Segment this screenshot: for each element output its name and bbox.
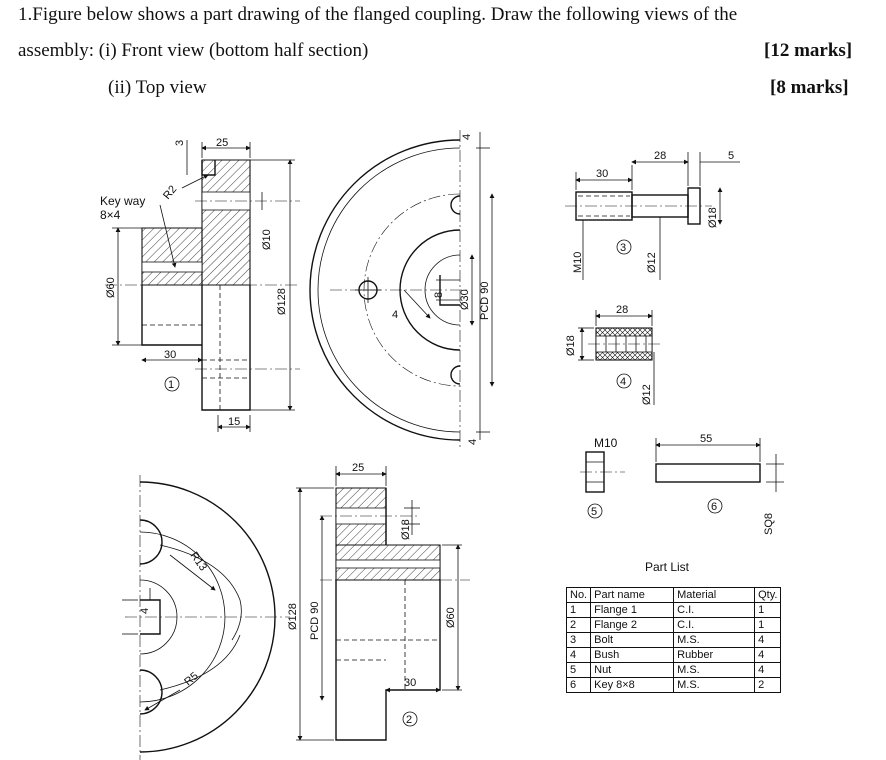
question-line-3: (ii) Top view bbox=[108, 77, 207, 98]
table-row: 1 Flange 1 C.I. 1 bbox=[565, 602, 782, 618]
flange1-dim-30: 30 bbox=[164, 349, 176, 361]
table-row: 3 Bolt M.S. 4 bbox=[565, 632, 782, 648]
cell-part-name: Bush bbox=[590, 647, 675, 663]
part-list-title: Part List bbox=[645, 560, 690, 574]
bush-dim-28: 28 bbox=[616, 304, 628, 316]
table-row: 6 Key 8×8 M.S. 2 bbox=[565, 677, 782, 693]
marks-front-view: [12 marks] bbox=[764, 40, 853, 61]
bolt-dim-5: 5 bbox=[728, 150, 734, 162]
cell-part-name: Flange 1 bbox=[590, 602, 675, 618]
bolt-dim-d18: Ø18 bbox=[707, 207, 719, 228]
cell-qty: 1 bbox=[754, 617, 782, 633]
flange2-part-number: 2 bbox=[406, 714, 412, 726]
cell-part-name: Key 8×8 bbox=[590, 677, 675, 693]
flange2-dim-d18: Ø18 bbox=[400, 519, 412, 540]
cell-no: 2 bbox=[565, 617, 592, 633]
table-row: 4 Bush Rubber 4 bbox=[565, 647, 782, 663]
bolt-dim-28: 28 bbox=[654, 150, 666, 162]
key-drawing bbox=[655, 438, 784, 514]
flange1-dim-25: 25 bbox=[216, 137, 228, 149]
flange1-side-dim-8: 8 bbox=[433, 292, 445, 298]
cell-qty: 2 bbox=[754, 677, 782, 693]
nut-part-number: 5 bbox=[591, 506, 597, 518]
cell-no: 5 bbox=[565, 662, 592, 678]
key-part-number: 6 bbox=[711, 501, 717, 513]
flange2-dim-25: 25 bbox=[352, 462, 364, 474]
table-row: 2 Flange 2 C.I. 1 bbox=[565, 617, 782, 633]
flange1-side-dim-d30: Ø30 bbox=[459, 289, 471, 310]
flange1-dim-d60: Ø60 bbox=[105, 277, 117, 298]
flange1-part-number: 1 bbox=[168, 379, 174, 391]
cell-qty: 4 bbox=[754, 632, 782, 648]
table-row: 5 Nut M.S. 4 bbox=[565, 662, 782, 678]
flange2-side-view bbox=[122, 475, 290, 760]
bush-part-number: 4 bbox=[620, 376, 626, 388]
bush-dim-d18: Ø18 bbox=[565, 335, 577, 356]
flange1-side-dim-pcd: PCD 90 bbox=[479, 281, 491, 320]
cell-material: C.I. bbox=[673, 617, 756, 633]
cell-qty: 4 bbox=[754, 647, 782, 663]
bush-dim-d12: Ø12 bbox=[641, 384, 653, 405]
part-list-header: No. Part name Material Qty. bbox=[565, 587, 782, 603]
cell-no: 3 bbox=[565, 632, 592, 648]
key-dim-sq8: SQ8 bbox=[763, 513, 775, 535]
flange1-dim-r2: R2 bbox=[161, 183, 179, 201]
bolt-dim-30: 30 bbox=[596, 168, 608, 180]
header-no: No. bbox=[565, 587, 592, 603]
flange1-keyway-size: 8×4 bbox=[100, 208, 121, 222]
cell-qty: 1 bbox=[754, 602, 782, 618]
flange2-dim-pcd: PCD 90 bbox=[309, 601, 321, 640]
header-qty: Qty. bbox=[754, 587, 782, 603]
question-line-2: assembly: (i) Front view (bottom half se… bbox=[18, 40, 369, 61]
cell-material: M.S. bbox=[673, 677, 756, 693]
cell-part-name: Nut bbox=[590, 662, 675, 678]
header-part-name: Part name bbox=[590, 587, 675, 603]
flange2-dim-30: 30 bbox=[404, 677, 416, 689]
cell-material: M.S. bbox=[673, 662, 756, 678]
flange1-side-dim-4-key: 4 bbox=[392, 309, 398, 321]
flange1-dim-3: 3 bbox=[174, 140, 186, 146]
flange1-dim-d128: Ø128 bbox=[276, 288, 288, 315]
marks-top-view: [8 marks] bbox=[770, 77, 849, 98]
cell-qty: 4 bbox=[754, 662, 782, 678]
cell-part-name: Flange 2 bbox=[590, 617, 675, 633]
cell-no: 6 bbox=[565, 677, 592, 693]
flange2-side-dim-r13: R13 bbox=[188, 550, 209, 573]
bolt-part-number: 3 bbox=[620, 242, 626, 254]
flange1-section-view bbox=[105, 140, 300, 432]
bolt-dim-d12: Ø12 bbox=[646, 252, 658, 273]
cell-no: 4 bbox=[565, 647, 592, 663]
cell-part-name: Bolt bbox=[590, 632, 675, 648]
question-line-1: 1.Figure below shows a part drawing of t… bbox=[18, 4, 738, 25]
bolt-dim-m10: M10 bbox=[572, 252, 584, 273]
flange2-side-dim-4: 4 bbox=[139, 608, 151, 614]
flange1-side-view bbox=[309, 130, 495, 450]
flange2-side-dim-r5: R5 bbox=[182, 670, 200, 688]
bolt-drawing bbox=[565, 152, 740, 280]
flange1-side-dim-4-top: 4 bbox=[461, 134, 473, 140]
nut-label: M10 bbox=[594, 436, 618, 450]
flange1-dim-15: 15 bbox=[228, 416, 240, 428]
header-material: Material bbox=[673, 587, 756, 603]
bush-drawing bbox=[578, 310, 662, 405]
part-list-table: No. Part name Material Qty. 1 Flange 1 C… bbox=[565, 587, 782, 693]
cell-material: Rubber bbox=[673, 647, 756, 663]
nut-drawing bbox=[580, 451, 625, 519]
flange2-section-view bbox=[296, 466, 470, 741]
flange1-dim-d10: Ø10 bbox=[261, 229, 273, 250]
flange2-dim-d128: Ø128 bbox=[287, 603, 299, 630]
flange2-dim-d60: Ø60 bbox=[445, 607, 457, 628]
flange1-side-dim-4-bottom: 4 bbox=[467, 439, 479, 445]
flange1-keyway-label: Key way bbox=[100, 194, 145, 208]
cell-no: 1 bbox=[565, 602, 592, 618]
cell-material: M.S. bbox=[673, 632, 756, 648]
key-dim-55: 55 bbox=[700, 433, 712, 445]
cell-material: C.I. bbox=[673, 602, 756, 618]
